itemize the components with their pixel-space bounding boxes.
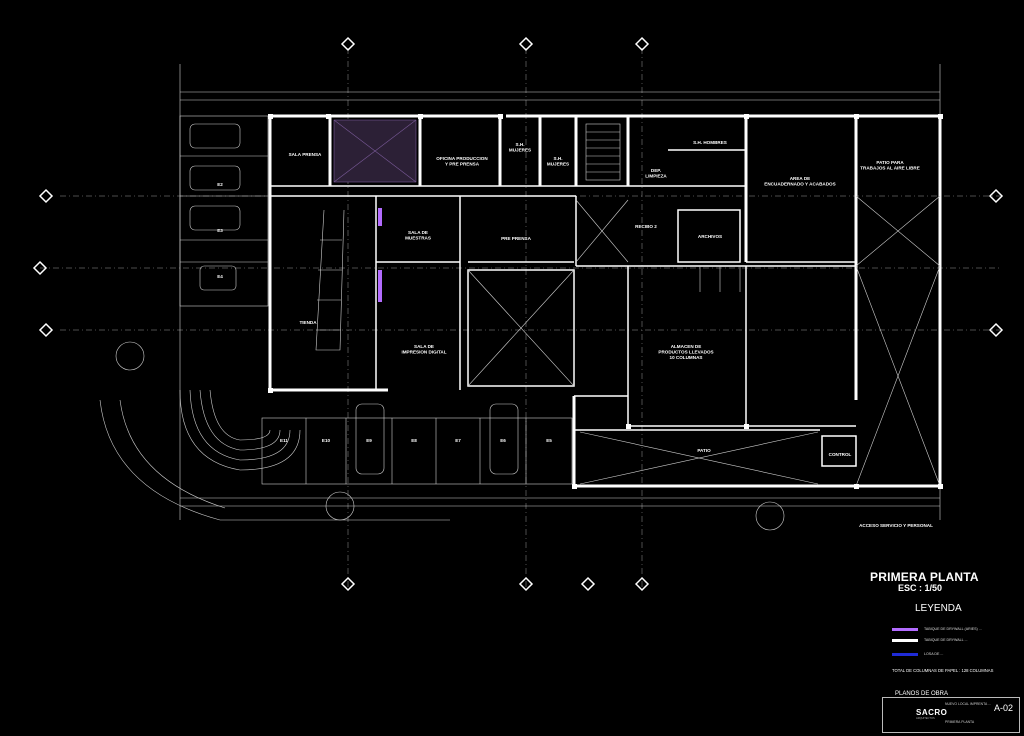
- axis-marker-top: [340, 36, 356, 52]
- sheet-content: PRIMERA PLANTA: [945, 720, 975, 724]
- parking-label: E11: [280, 438, 288, 443]
- legend-label: TABIQUE DE DRYWALL (ARIES) ...: [924, 627, 982, 631]
- room-label: CONTROL: [829, 452, 852, 457]
- room-label: RECIBO 2: [635, 224, 657, 229]
- parking-label: E7: [455, 438, 461, 443]
- legend-swatch: [892, 638, 918, 642]
- parking-label: E2: [217, 182, 223, 187]
- axis-marker-side: [38, 322, 54, 338]
- room-label: S.H.MUJERES: [547, 156, 569, 166]
- title-block: SACRO ARQUITECTOS NUEVO LOCAL IMPRENTA .…: [882, 697, 1020, 733]
- axis-marker-side: [32, 260, 48, 276]
- spiral-ramp: [99, 341, 785, 531]
- drawing-scale: ESC : 1/50: [898, 583, 943, 593]
- legend-label: TABIQUE DE DRYWALL ...: [924, 638, 968, 642]
- parking-zone: E2 E3 E4: [179, 115, 269, 307]
- project-name: NUEVO LOCAL IMPRENTA ...: [945, 702, 991, 706]
- legend-label: LOSA DE ...: [924, 652, 944, 656]
- void-crosses: [467, 195, 941, 487]
- axis-marker-side: [988, 188, 1004, 204]
- axis-marker-bottom: [634, 576, 650, 592]
- bottom-parking: E11 E10 E9 E8 E7 E6 E5: [261, 403, 573, 485]
- axis-marker-side: [988, 322, 1004, 338]
- stair-hatch: [333, 119, 417, 302]
- axis-marker-bottom: [580, 576, 596, 592]
- room-label: ACCESO SERVICIO Y PERSONAL: [859, 523, 933, 528]
- parking-label: E4: [217, 274, 223, 279]
- parking-label: E10: [322, 438, 331, 443]
- axis-marker-top: [518, 36, 534, 52]
- firm-logo: SACRO: [916, 708, 948, 717]
- legend-item: LOSA DE ...: [892, 652, 943, 656]
- sheet-number: A-02: [993, 703, 1013, 713]
- legend-swatch: [892, 652, 918, 656]
- axis-marker-side: [38, 188, 54, 204]
- parking-label: E9: [366, 438, 372, 443]
- axis-marker-bottom: [518, 576, 534, 592]
- parking-label: E3: [217, 228, 223, 233]
- room-label: S.H. HOMBRES: [693, 140, 727, 145]
- room-label: PATIO: [697, 448, 711, 453]
- axis-markers: [32, 36, 1004, 592]
- room-label: DEP.LIMPIEZA: [645, 168, 667, 178]
- axis-marker-top: [634, 36, 650, 52]
- legend-item: TABIQUE DE DRYWALL (ARIES) ...: [892, 627, 982, 631]
- room-label: ARCHIVOS: [698, 234, 722, 239]
- firm-logo-sub: ARQUITECTOS: [916, 717, 935, 720]
- parking-label: E8: [411, 438, 417, 443]
- axis-marker-bottom: [340, 576, 356, 592]
- room-label: TIENDA: [299, 320, 317, 325]
- column-markers: [268, 114, 943, 489]
- room-label: PRE PRENSA: [501, 236, 532, 241]
- room-label: S.H.MUJERES: [509, 142, 531, 152]
- total-columns-note: TOTAL DE COLUMNAS DE PAPEL : 128 COLUMNA…: [892, 668, 994, 673]
- legend-title: LEYENDA: [915, 603, 962, 614]
- parking-label: E5: [546, 438, 552, 443]
- room-label: SALA PRENSA: [289, 152, 322, 157]
- planos-label: PLANOS DE OBRA: [895, 691, 949, 697]
- legend-swatch: [892, 627, 918, 631]
- parking-label: E6: [500, 438, 506, 443]
- legend-item: TABIQUE DE DRYWALL ...: [892, 638, 968, 642]
- drawing-title: PRIMERA PLANTA: [870, 570, 979, 584]
- stairs: [315, 123, 741, 351]
